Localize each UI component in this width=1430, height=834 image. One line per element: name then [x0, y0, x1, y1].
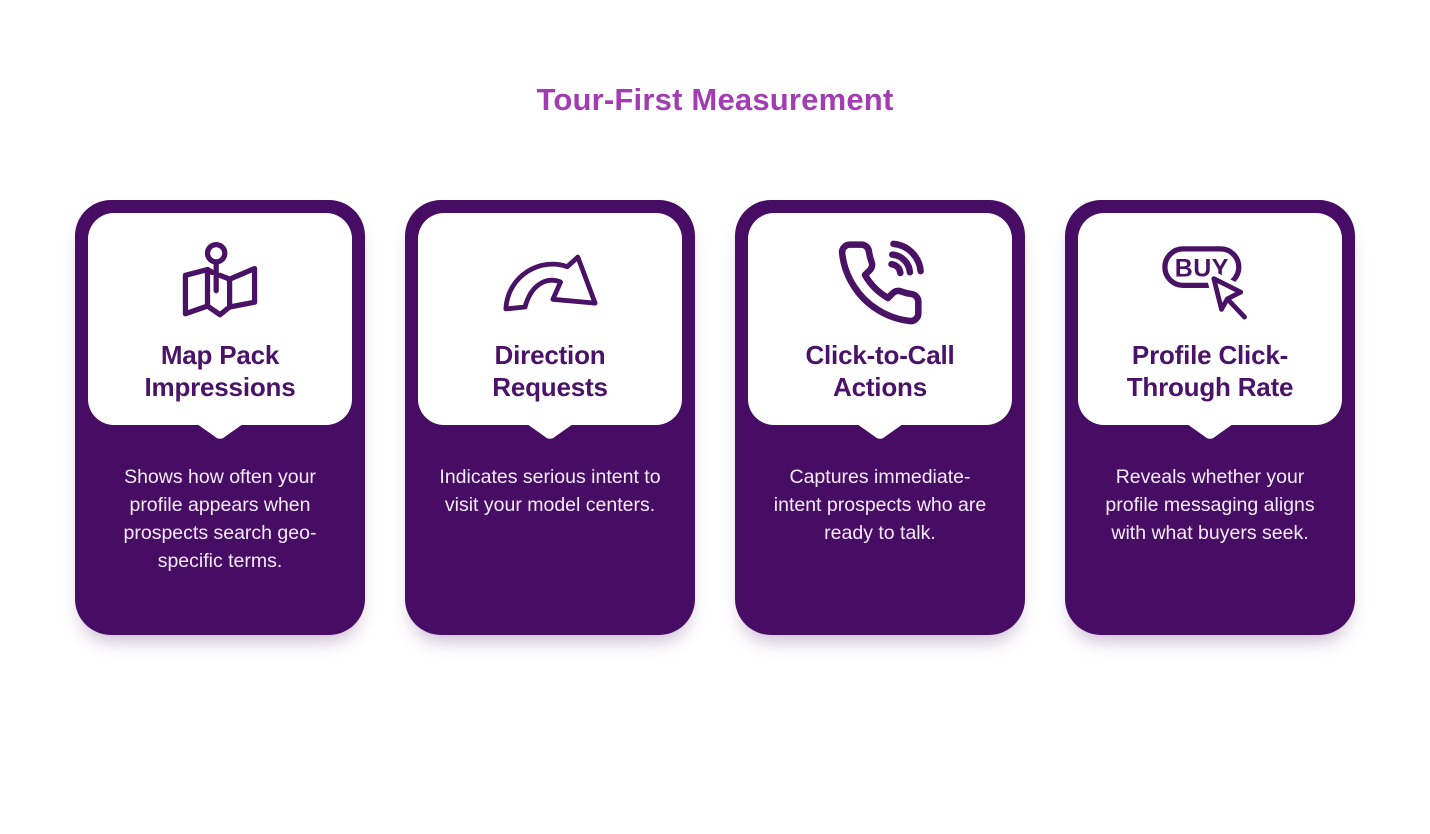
card-description: Reveals whether your profile messaging a… — [1105, 466, 1315, 544]
card-header-panel: Direction Requests — [418, 213, 682, 439]
panel-tail — [197, 424, 243, 439]
card-description: Indicates serious intent to visit your m… — [439, 466, 661, 516]
direction-arrow-icon — [503, 254, 598, 312]
cards-row: Map Pack Impressions Shows how often you… — [0, 200, 1430, 635]
card-click-to-call-actions: Click-to-Call Actions Captures immediate… — [735, 200, 1025, 635]
icon-box: BUY — [1078, 213, 1342, 327]
infographic-root: Tour-First Measurement — [0, 82, 1430, 635]
buy-cursor-icon: BUY — [1162, 246, 1252, 324]
card-header-panel: Click-to-Call Actions — [748, 213, 1012, 439]
card-title: Map Pack Impressions — [144, 340, 296, 402]
card-description: Captures immediate-intent prospects who … — [773, 466, 987, 544]
card-title: Direction Requests — [492, 340, 608, 402]
map-pin-icon — [182, 241, 258, 318]
panel-tail — [857, 424, 903, 439]
card-header-panel: Map Pack Impressions — [88, 213, 352, 439]
card-description: Shows how often your profile appears whe… — [123, 466, 317, 572]
panel-tail — [1187, 424, 1233, 439]
card-title: Click-to-Call Actions — [805, 340, 955, 402]
icon-box — [748, 213, 1012, 327]
card-header-panel: BUY Profile Click-Through Rate — [1078, 213, 1342, 439]
icon-box — [418, 213, 682, 327]
icon-box — [88, 213, 352, 327]
panel-tail — [527, 424, 573, 439]
card-title: Profile Click-Through Rate — [1126, 340, 1294, 402]
click-to-call-icon — [838, 240, 924, 325]
page-title: Tour-First Measurement — [536, 82, 894, 117]
card-direction-requests: Direction Requests Indicates serious int… — [405, 200, 695, 635]
card-map-pack-impressions: Map Pack Impressions Shows how often you… — [75, 200, 365, 635]
card-profile-click-through-rate: BUY Profile Click-Through Rate Reveals w… — [1065, 200, 1355, 635]
